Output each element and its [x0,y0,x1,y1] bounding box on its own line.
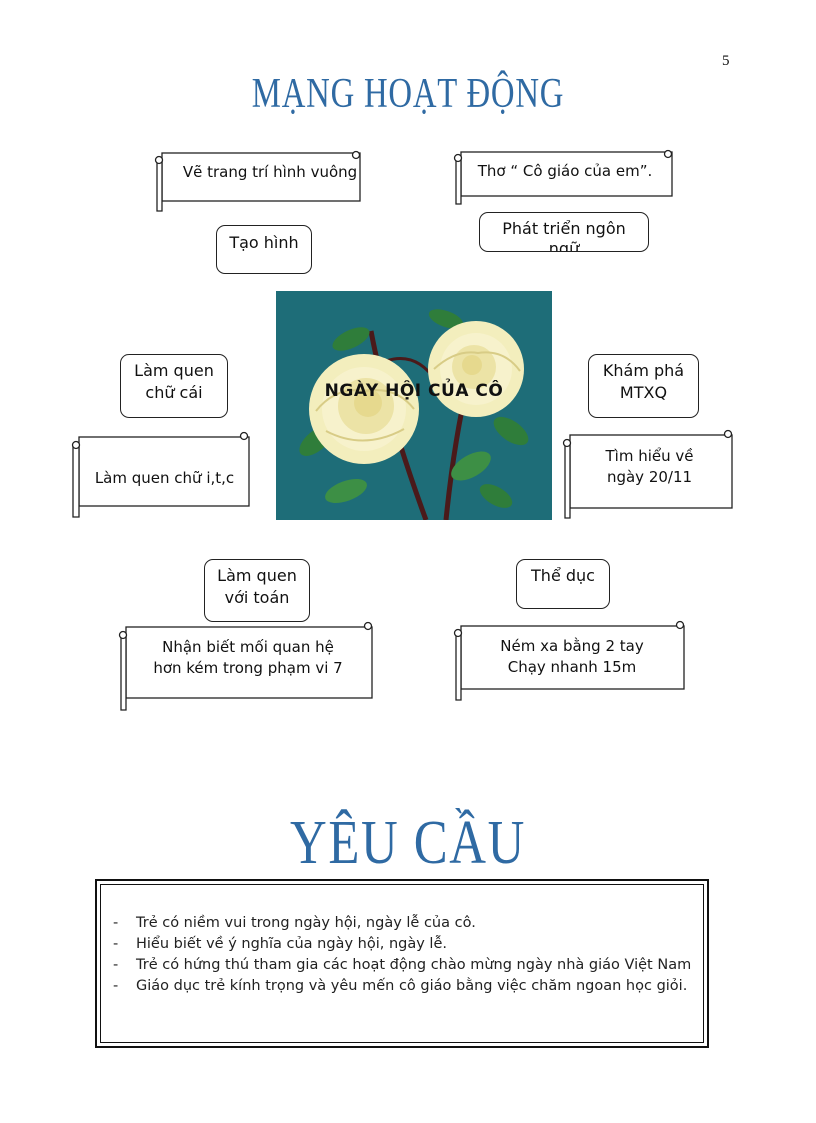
rose-left [309,354,419,464]
box-pe: Thể dục [516,559,610,609]
scroll-math [118,621,373,711]
box-art: Tạo hình [216,225,312,274]
box-art-label: Tạo hình [229,233,299,252]
scroll-pe-line2: Chạy nhanh 15m [507,658,637,676]
scroll-explore-line1: Tìm hiểu về [605,447,694,465]
box-letters: Làm quen chữ cái [120,354,228,418]
scroll-pe-line1: Ném xa bằng 2 tay [500,637,644,655]
scroll-pe [453,620,685,701]
scroll-explore-line2: ngày 20/11 [606,468,693,486]
requirements-title: YÊU CẦU [289,809,527,877]
scroll-art-text: Vẽ trang trí hình vuông [182,163,358,181]
requirement-item: Hiểu biết về ý nghĩa của ngày hội, ngày … [111,934,691,955]
center-rose-image: NGÀY HỘI CỦA CÔ [276,291,552,520]
box-letters-line2: chữ cái [145,383,203,402]
scroll-poem-text: Thơ “ Cô giáo của em”. [477,162,653,180]
rose-right [428,321,524,417]
requirement-item: Trẻ có hứng thú tham gia các hoạt động c… [111,955,691,976]
box-pe-label: Thể dục [531,566,595,585]
box-letters-line1: Làm quen [134,361,214,380]
box-math-line1: Làm quen [217,566,297,585]
box-language: Phát triển ngôn ngữ [479,212,649,252]
scroll-math-line2: hơn kém trong phạm vi 7 [153,659,343,677]
box-language-line2: ngữ [548,239,580,252]
requirements-list: Trẻ có niềm vui trong ngày hội, ngày lễ … [111,913,691,997]
page-title: MẠNG HOẠT ĐỘNG [251,71,565,117]
box-explore-line2: MTXQ [619,383,668,402]
requirements-inner-border: Trẻ có niềm vui trong ngày hội, ngày lễ … [100,884,704,1043]
scroll-letters [71,431,250,518]
scroll-explore [562,429,733,519]
scroll-art [154,150,361,212]
roses-illustration [276,291,552,520]
requirement-item: Trẻ có niềm vui trong ngày hội, ngày lễ … [111,913,691,934]
box-math: Làm quen với toán [204,559,310,622]
center-caption: NGÀY HỘI CỦA CÔ [324,381,504,401]
box-math-line2: với toán [224,588,290,607]
scroll-math-line1: Nhận biết mối quan hệ [162,638,334,656]
box-explore-line1: Khám phá [602,361,685,380]
requirement-item: Giáo dục trẻ kính trọng và yêu mến cô gi… [111,976,691,997]
box-language-line1: Phát triển ngôn [502,219,626,238]
box-explore: Khám phá MTXQ [588,354,699,418]
requirements-box: Trẻ có niềm vui trong ngày hội, ngày lễ … [95,879,709,1048]
page-number: 5 [722,53,730,69]
scroll-letters-text: Làm quen chữ i,t,c [94,469,235,487]
scroll-poem [453,149,673,205]
